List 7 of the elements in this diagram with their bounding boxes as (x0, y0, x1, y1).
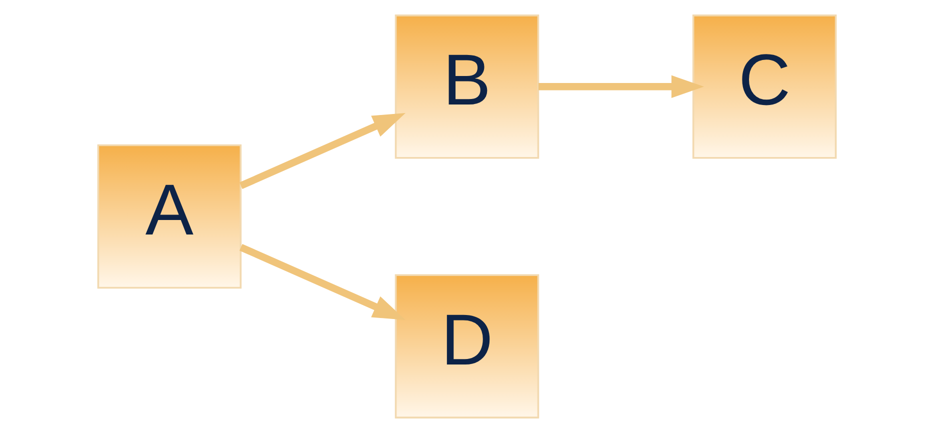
arrow (538, 75, 704, 98)
node-box: C (692, 14, 837, 159)
arrow (239, 244, 406, 320)
node-box: A (97, 144, 242, 289)
arrow (239, 113, 406, 190)
node-box: D (394, 274, 540, 418)
node-box: B (394, 14, 540, 159)
